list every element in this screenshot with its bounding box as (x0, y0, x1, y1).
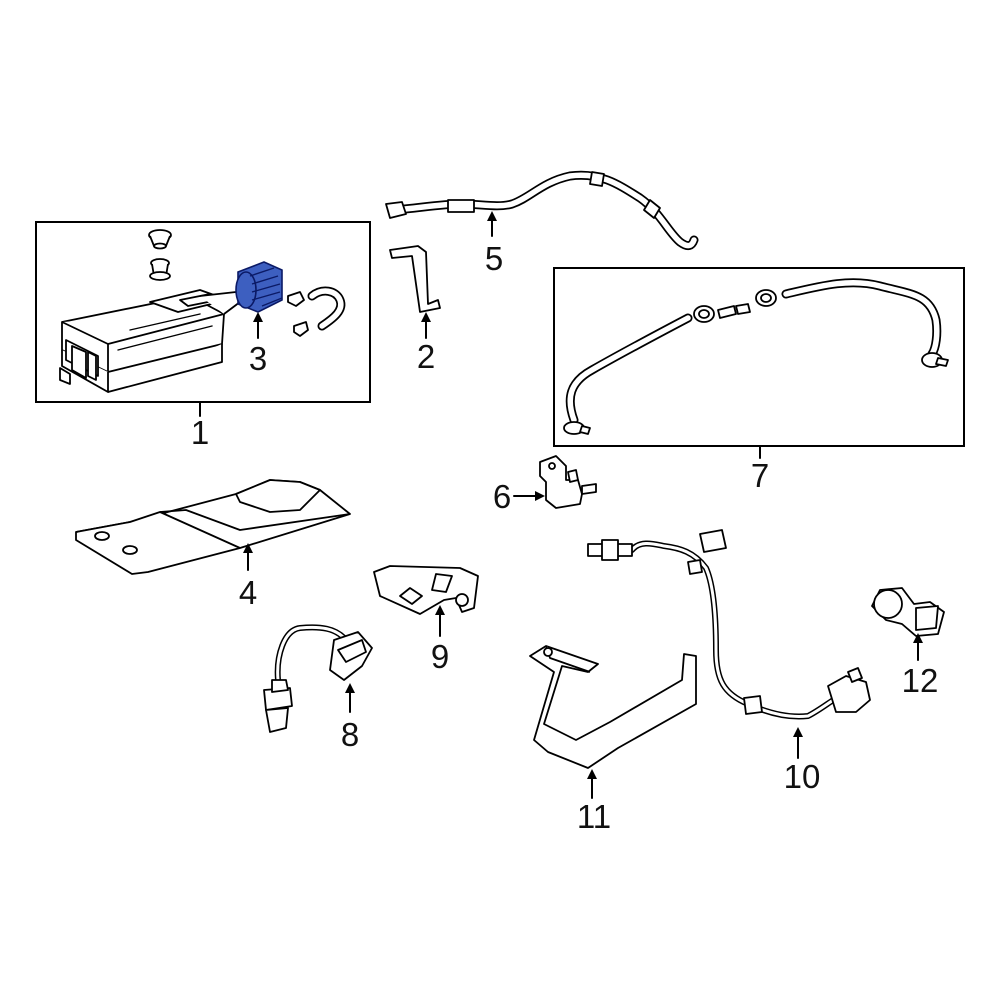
callout-4[interactable]: 4 (239, 574, 257, 611)
callout-2[interactable]: 2 (417, 338, 435, 375)
purge-hose-right[interactable] (781, 278, 942, 359)
callout-6[interactable]: 6 (493, 478, 511, 515)
sensor-bracket-part-9[interactable] (373, 565, 479, 615)
callout-1[interactable]: 1 (191, 414, 209, 451)
knock-sensor-part-12[interactable] (871, 587, 945, 637)
vapor-hose-part-5[interactable] (385, 170, 699, 251)
callout-8[interactable]: 8 (341, 716, 359, 753)
grommet-upper[interactable] (148, 229, 172, 250)
sensor-harness-part-10[interactable] (587, 529, 871, 720)
callout-12[interactable]: 12 (902, 662, 939, 699)
hose-clamp-box7-bottom[interactable] (563, 421, 591, 435)
callout-5[interactable]: 5 (485, 240, 503, 277)
mounting-bracket-part-11[interactable] (529, 645, 697, 769)
canister-hose[interactable] (307, 286, 346, 331)
callout-7[interactable]: 7 (751, 457, 769, 494)
purge-valve-part-6[interactable] (539, 455, 597, 509)
oxygen-sensor-part-8[interactable] (263, 624, 373, 733)
grommet-lower[interactable] (149, 258, 171, 281)
callout-3[interactable]: 3 (249, 340, 267, 377)
bracket-part-2[interactable] (389, 245, 441, 313)
canister-filter-highlighted[interactable] (235, 261, 283, 313)
heat-shield-part-4[interactable] (75, 479, 351, 575)
group-box-1 (35, 221, 371, 403)
hose-clamp-lower[interactable] (293, 321, 309, 337)
hose-clamp-box7-right[interactable] (921, 352, 949, 368)
callout-10[interactable]: 10 (784, 758, 821, 795)
callout-9[interactable]: 9 (431, 638, 449, 675)
connector-pipe[interactable] (717, 303, 751, 319)
callout-11[interactable]: 11 (577, 798, 611, 835)
purge-hose-left[interactable] (565, 313, 693, 425)
hose-clamp-upper[interactable] (287, 291, 305, 307)
hose-clamp-box7-b[interactable] (755, 289, 777, 307)
hose-clamp-box7-a[interactable] (693, 305, 715, 323)
charcoal-canister[interactable] (59, 289, 241, 393)
